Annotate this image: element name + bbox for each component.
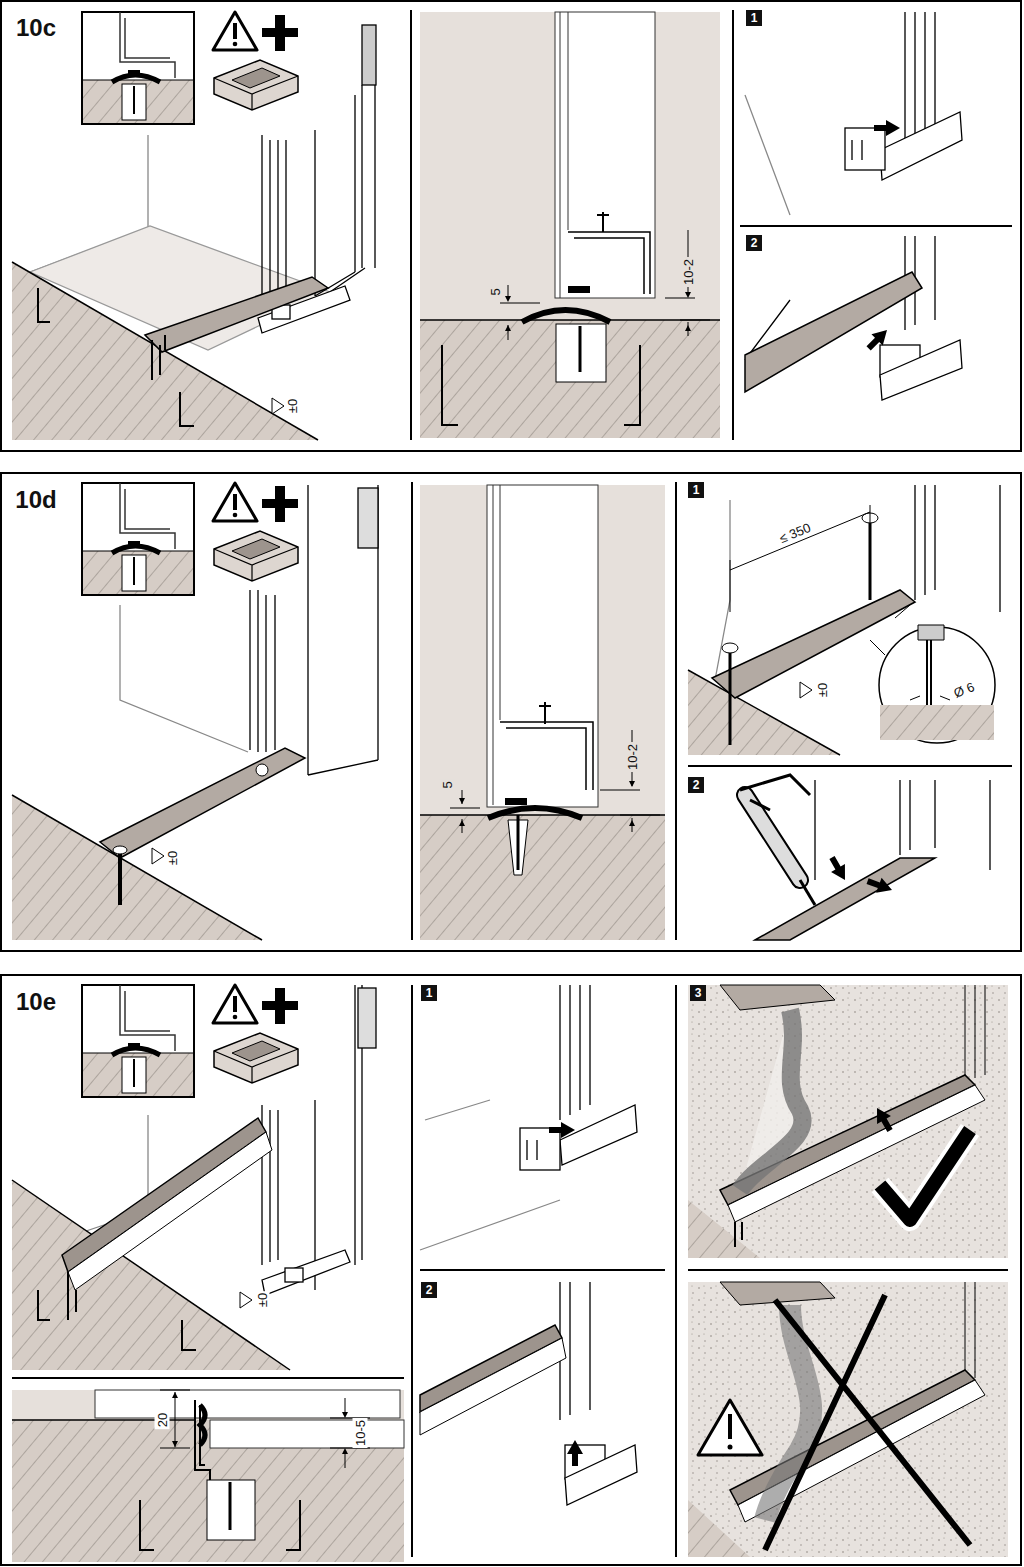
step-number-text: 1 bbox=[693, 483, 700, 497]
step-number: 1 bbox=[421, 985, 437, 1001]
step-number: 2 bbox=[746, 235, 762, 251]
step-number-text: 2 bbox=[693, 778, 700, 792]
step-number: 2 bbox=[421, 1282, 437, 1298]
dimension-label: 10-2 bbox=[625, 742, 640, 772]
figure-number: 10d bbox=[15, 488, 56, 512]
figure-number: 10c bbox=[16, 16, 56, 40]
step-number: 1 bbox=[746, 10, 762, 26]
dimension-label: 5 bbox=[488, 286, 503, 297]
step-number-text: 3 bbox=[695, 986, 702, 1000]
step-number: 3 bbox=[690, 985, 706, 1001]
step-number-text: 1 bbox=[751, 11, 758, 25]
dimension-label: 5 bbox=[440, 779, 455, 790]
dimension-label: ±0 bbox=[255, 1291, 270, 1309]
step-number-text: 1 bbox=[426, 986, 433, 1000]
dimension-label: ±0 bbox=[285, 397, 300, 415]
dimension-label: 10-2 bbox=[681, 257, 696, 287]
dimension-label: 10-5 bbox=[353, 1418, 368, 1448]
dimension-label: 20 bbox=[155, 1411, 170, 1429]
figure-number: 10e bbox=[16, 990, 56, 1014]
dimension-label: ±0 bbox=[815, 681, 830, 699]
step-number-text: 2 bbox=[751, 236, 758, 250]
dimension-label: ±0 bbox=[165, 849, 180, 867]
step-number: 1 bbox=[688, 482, 704, 498]
step-number-text: 2 bbox=[426, 1283, 433, 1297]
step-number: 2 bbox=[688, 777, 704, 793]
